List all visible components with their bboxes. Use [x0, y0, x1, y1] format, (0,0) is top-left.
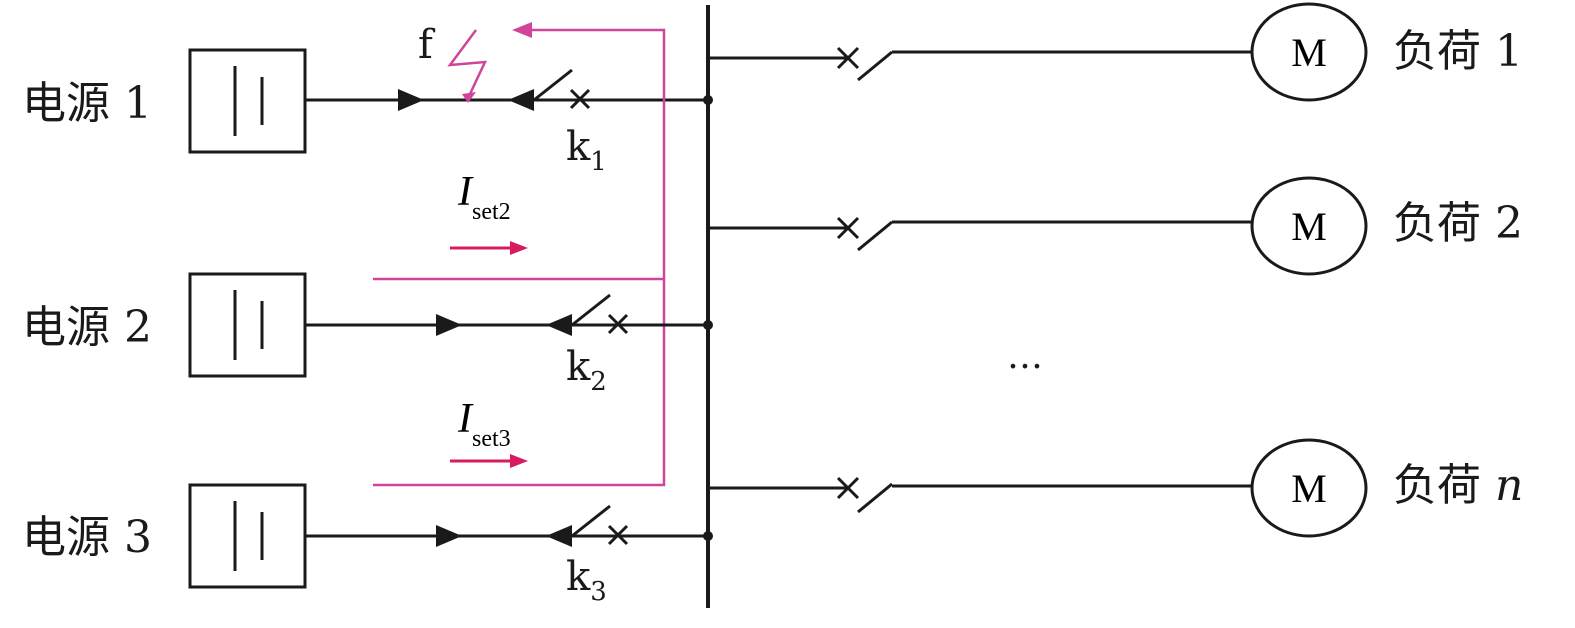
breaker-2-label: k2: [566, 344, 607, 397]
load-2-breaker-blade: [857, 220, 893, 252]
connector-arrow: [398, 89, 424, 111]
breaker-2-blade: [571, 293, 611, 327]
source-3: 电源 3 k3: [22, 483, 708, 607]
load-2: M 负荷 2: [708, 176, 1523, 276]
motor-1: [1250, 2, 1368, 102]
breaker-3-blade: [571, 504, 611, 538]
connector-arrow: [436, 314, 462, 336]
current-setting-3: Iset3: [450, 396, 528, 468]
junction-dot: [703, 531, 713, 541]
load-2-breaker-cross: [836, 216, 860, 240]
fault-path-arrowhead: [512, 22, 532, 38]
fault-label: f: [418, 22, 436, 68]
connector-arrow: [546, 525, 572, 547]
load-n-breaker-blade: [857, 482, 893, 514]
load-1-breaker-blade: [857, 50, 893, 82]
breaker-3-label: k3: [566, 554, 607, 607]
source-3-label: 电源 3: [22, 512, 152, 563]
load-n-breaker-cross: [836, 476, 860, 500]
more-loads-ellipsis: …: [1007, 336, 1043, 377]
current-setting-3-label: Iset3: [457, 396, 511, 452]
breaker-1-label: k1: [566, 124, 607, 177]
source-3-box: [188, 483, 307, 589]
breaker-2-cross: [607, 313, 629, 335]
current-arrowhead: [510, 241, 528, 255]
fault-marker: f: [418, 22, 488, 103]
motor-2-label: M: [1291, 204, 1327, 249]
lightning-bolt-icon: [447, 29, 488, 95]
motor-1-label: M: [1291, 30, 1327, 75]
current-setting-2-label: Iset2: [457, 169, 511, 225]
load-1-breaker-cross: [836, 46, 860, 70]
current-arrowhead: [510, 454, 528, 468]
connector-arrow: [508, 89, 534, 111]
connector-arrow: [546, 314, 572, 336]
junction-dot: [703, 320, 713, 330]
source-1-box: [188, 48, 307, 154]
load-2-label: 负荷 2: [1393, 198, 1523, 249]
source-2: 电源 2 k2: [22, 272, 708, 397]
load-1: M 负荷 1: [708, 2, 1523, 102]
motor-n-label: M: [1291, 466, 1327, 511]
source-1: 电源 1 k1: [22, 48, 708, 177]
source-1-label: 电源 1: [22, 78, 152, 129]
breaker-1-cross: [569, 88, 591, 110]
lightning-arrowhead: [462, 92, 476, 103]
source-2-box: [188, 272, 307, 378]
fault-current-path: [373, 22, 666, 487]
source-2-label: 电源 2: [22, 302, 152, 353]
junction-dot: [703, 95, 713, 105]
motor-2: [1250, 176, 1368, 276]
load-1-label: 负荷 1: [1393, 26, 1523, 77]
load-n-label: 负荷 n: [1393, 460, 1523, 511]
motor-n: [1250, 438, 1368, 538]
connector-arrow: [436, 525, 462, 547]
breaker-3-cross: [607, 524, 629, 546]
breaker-1-blade: [533, 68, 573, 102]
load-n: M 负荷 n: [708, 438, 1523, 538]
current-setting-2: Iset2: [450, 169, 528, 255]
